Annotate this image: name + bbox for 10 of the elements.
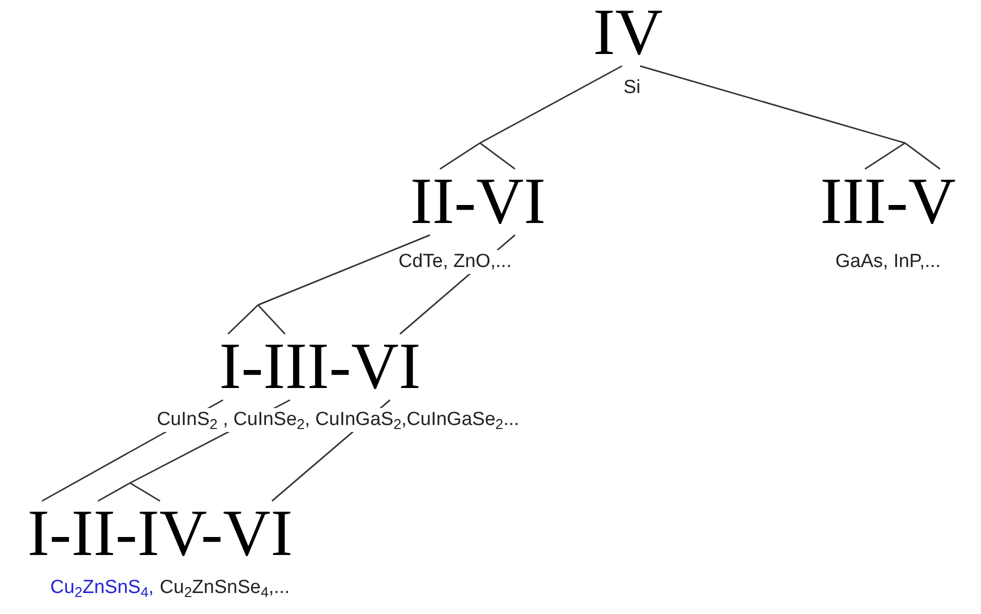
semiconductor-class: II-VI (410, 169, 546, 235)
connector-line (439, 65, 623, 170)
compound-examples: CuInS$_{2}$ , CuInSe$_{2}$, CuInGaS$_{2}$,CuInGaSe$_{2}$... (156, 408, 520, 432)
connector-line (227, 234, 431, 335)
connector-line (639, 65, 941, 170)
semiconductor-class: I-III-VI (219, 334, 421, 400)
semiconductor-class: IV (593, 0, 663, 66)
semiconductor-class: III-V (820, 169, 956, 235)
compound-examples: CdTe, ZnO,... (398, 250, 512, 274)
semiconductor-class: I-II-IV-VI (27, 501, 293, 567)
